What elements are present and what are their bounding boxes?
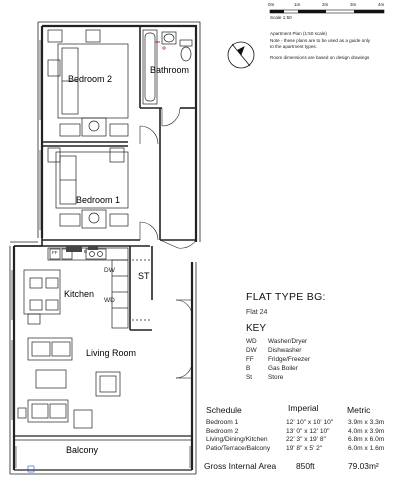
- appliance-label-dw: DW: [104, 267, 115, 274]
- key-row: St Store: [246, 374, 356, 383]
- key-code: St: [246, 374, 253, 381]
- schedule-row: Bedroom 1 12' 10" x 10' 10" 3.9m x 3.3m: [206, 419, 396, 428]
- key-desc: Dishwasher: [268, 347, 302, 354]
- gross-internal-area: Gross Internal Area 850ft 79.03m²: [204, 462, 396, 472]
- key-desc: Fridge/Freezer: [268, 356, 310, 363]
- note-line-4: Room dimensions are based on design draw…: [270, 55, 370, 60]
- room-label-bedroom1: Bedroom 1: [76, 195, 121, 205]
- key-code: DW: [246, 347, 257, 354]
- key-desc: Gas Boiler: [268, 365, 298, 372]
- note-line-3: to the apartment types.: [270, 44, 317, 49]
- bedroom2-furniture: [47, 29, 129, 137]
- north-arrow-icon: [227, 41, 255, 69]
- key-row: B Gas Boiler: [246, 365, 356, 374]
- schedule-room: Patio/Terrace/Balcony: [206, 445, 271, 452]
- scale-bar: [269, 9, 385, 14]
- living-doors: [175, 299, 193, 379]
- schedule-room: Bedroom 1: [206, 419, 239, 426]
- schedule-imperial: 13' 0" x 12' 10": [286, 428, 330, 435]
- key-row: WD Washer/Dryer: [246, 338, 356, 347]
- living-furniture: [17, 337, 121, 429]
- key-code: WD: [246, 338, 257, 345]
- schedule-imperial: 19' 8" x 5' 2": [286, 445, 323, 452]
- schedule-header-imperial: Imperial: [288, 403, 319, 413]
- schedule-header-metric: Metric: [347, 405, 371, 415]
- room-label-st: ST: [138, 271, 150, 281]
- appliance-label-b: B: [84, 249, 88, 254]
- key-row: FF Fridge/Freezer: [246, 356, 356, 365]
- note-line-1: Apartment Plan (1:50 scale): [270, 31, 327, 36]
- scale-tick-3: 3m: [350, 2, 357, 7]
- balcony-rail: [15, 446, 191, 473]
- key-row: DW Dishwasher: [246, 347, 356, 356]
- gia-metric: 79.03m²: [348, 461, 379, 471]
- schedule-header-name: Schedule: [206, 405, 242, 415]
- windows-left: [11, 40, 41, 420]
- schedule-room: Bedroom 2: [206, 428, 239, 435]
- room-label-bathroom: Bathroom: [150, 65, 190, 75]
- key-code: FF: [246, 356, 254, 363]
- note-line-2: Note - these plans are to be used as a g…: [270, 38, 371, 43]
- schedule-row: Living/Dining/Kitchen 22' 3" x 19' 8" 6.…: [206, 436, 396, 445]
- appliance-label-ff: FF: [52, 250, 58, 255]
- outer-walls: [9, 21, 201, 475]
- bathroom-fixtures: [142, 29, 193, 105]
- room-label-balcony: Balcony: [66, 445, 99, 455]
- flat-number: Flat 24: [246, 309, 268, 316]
- schedule-metric: 3.9m x 3.3m: [348, 419, 385, 426]
- key-code: B: [246, 365, 251, 372]
- key-title: KEY: [246, 323, 267, 334]
- schedule-metric: 6.0m x 1.6m: [348, 445, 385, 452]
- schedule-row: Bedroom 2 13' 0" x 12' 10" 4.0m x 3.9m: [206, 428, 396, 437]
- schedule-metric: 4.0m x 3.9m: [348, 428, 385, 435]
- schedule-imperial: 12' 10" x 10' 10": [286, 419, 334, 426]
- scale-tick-2: 2m: [322, 2, 329, 7]
- dining-set: [23, 269, 61, 325]
- gia-imperial: 850ft: [296, 461, 315, 471]
- room-label-bedroom2: Bedroom 2: [68, 74, 113, 84]
- key-desc: Store: [268, 374, 284, 381]
- scale-tick-4: 4m: [378, 2, 385, 7]
- scale-tick-1: 1m: [294, 2, 301, 7]
- flat-type-title: FLAT TYPE BG:: [246, 291, 326, 303]
- bedroom1-furniture: [47, 147, 129, 229]
- kitchen-units: [47, 246, 150, 329]
- gia-label: Gross Internal Area: [204, 461, 277, 471]
- schedule-row: Patio/Terrace/Balcony 19' 8" x 5' 2" 6.0…: [206, 445, 396, 454]
- appliance-label-wd: WD: [104, 297, 115, 304]
- key-desc: Washer/Dryer: [268, 338, 308, 345]
- scale-tick-0: 0m: [268, 2, 275, 7]
- bedroom-doors: [139, 125, 197, 249]
- schedule-imperial: 22' 3" x 19' 8": [286, 436, 326, 443]
- bathroom-door: [161, 107, 181, 127]
- room-label-living: Living Room: [86, 348, 137, 358]
- room-label-kitchen: Kitchen: [64, 289, 95, 299]
- schedule-metric: 6.8m x 6.0m: [348, 436, 385, 443]
- schedule-room: Living/Dining/Kitchen: [206, 436, 268, 443]
- scale-label: Scale 1:50: [270, 15, 292, 20]
